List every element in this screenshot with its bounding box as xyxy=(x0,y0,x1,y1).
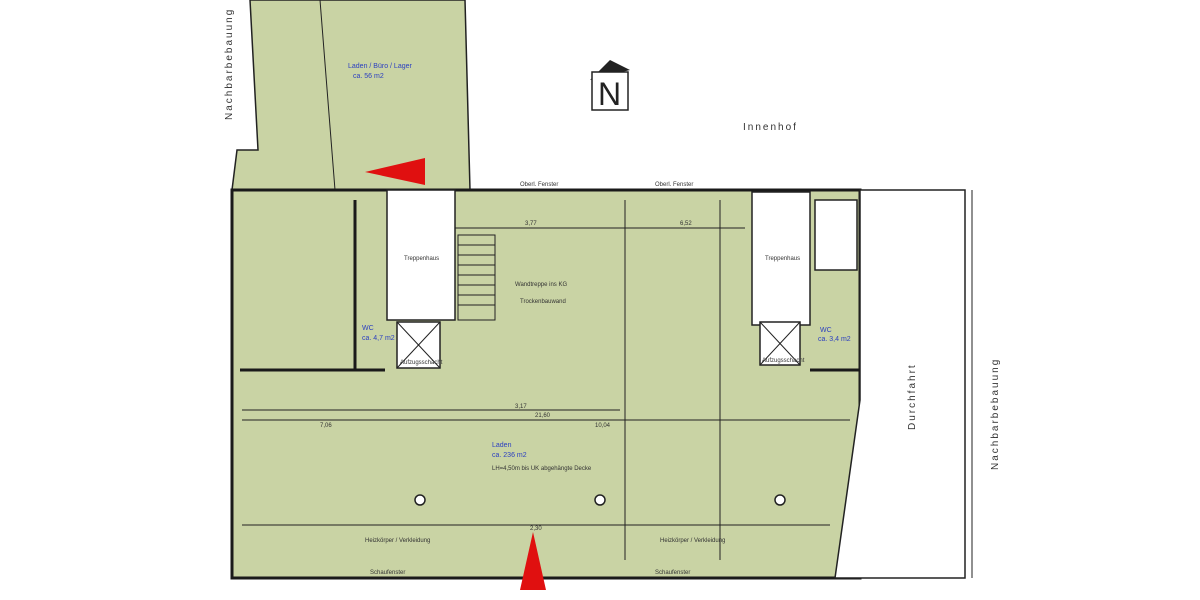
annex-room-label: Laden / Büro / Lager xyxy=(348,63,412,70)
stair-left-label: Treppenhaus xyxy=(404,256,439,262)
north-arrow-icon: N xyxy=(590,60,630,112)
elevator-left-label: Aufzugsschacht xyxy=(400,360,443,366)
heater-left: Heizkörper / Verkleidung xyxy=(365,538,430,544)
annex-area-label: ca. 56 m2 xyxy=(353,73,384,80)
dim-e: 3,77 xyxy=(525,221,537,227)
wc-left-label: WC xyxy=(362,325,374,332)
svg-text:N: N xyxy=(598,76,621,112)
elevator-right-label: Aufzugsschacht xyxy=(762,358,805,364)
dim-b: 10,04 xyxy=(595,423,611,429)
wc-right-area: ca. 3,4 m2 xyxy=(818,336,851,343)
stair-right-label: Treppenhaus xyxy=(765,256,800,262)
wc-right-label: WC xyxy=(820,327,832,334)
passage-label: Durchfahrt xyxy=(907,363,918,430)
window-top-1: Oberl. Fenster xyxy=(520,182,558,188)
wc-left-area: ca. 4,7 m2 xyxy=(362,335,395,342)
window-top-2: Oberl. Fenster xyxy=(655,182,693,188)
shop-height-label: LH=4,50m bis UK abgehängte Decke xyxy=(492,466,592,472)
entrance-triangle-icon xyxy=(520,532,546,590)
shop-area-label: ca. 236 m2 xyxy=(492,452,527,459)
dim-total: 21,60 xyxy=(535,413,551,419)
neighbor-right-label: Nachbarbebauung xyxy=(990,358,1001,470)
courtyard-label: Innenhof xyxy=(743,122,798,133)
shop-room-label: Laden xyxy=(492,442,512,449)
dim-c: 3,17 xyxy=(515,404,527,410)
shopwindow-right: Schaufenster xyxy=(655,570,690,576)
annex-room xyxy=(231,0,471,191)
entrance-triangle-icon xyxy=(365,158,425,185)
drywall-label: Trockenbauwand xyxy=(520,299,566,305)
neighbor-left-label: Nachbarbebauung xyxy=(224,8,235,120)
basement-stair xyxy=(457,234,496,321)
dim-door: 2,30 xyxy=(530,526,542,532)
stairwell-left xyxy=(386,189,456,321)
shopwindow-left: Schaufenster xyxy=(370,570,405,576)
dim-d: 6,52 xyxy=(680,221,692,227)
heater-right: Heizkörper / Verkleidung xyxy=(660,538,725,544)
basement-stair-label: Wandtreppe ins KG xyxy=(515,282,567,288)
dim-a: 7,06 xyxy=(320,423,332,429)
